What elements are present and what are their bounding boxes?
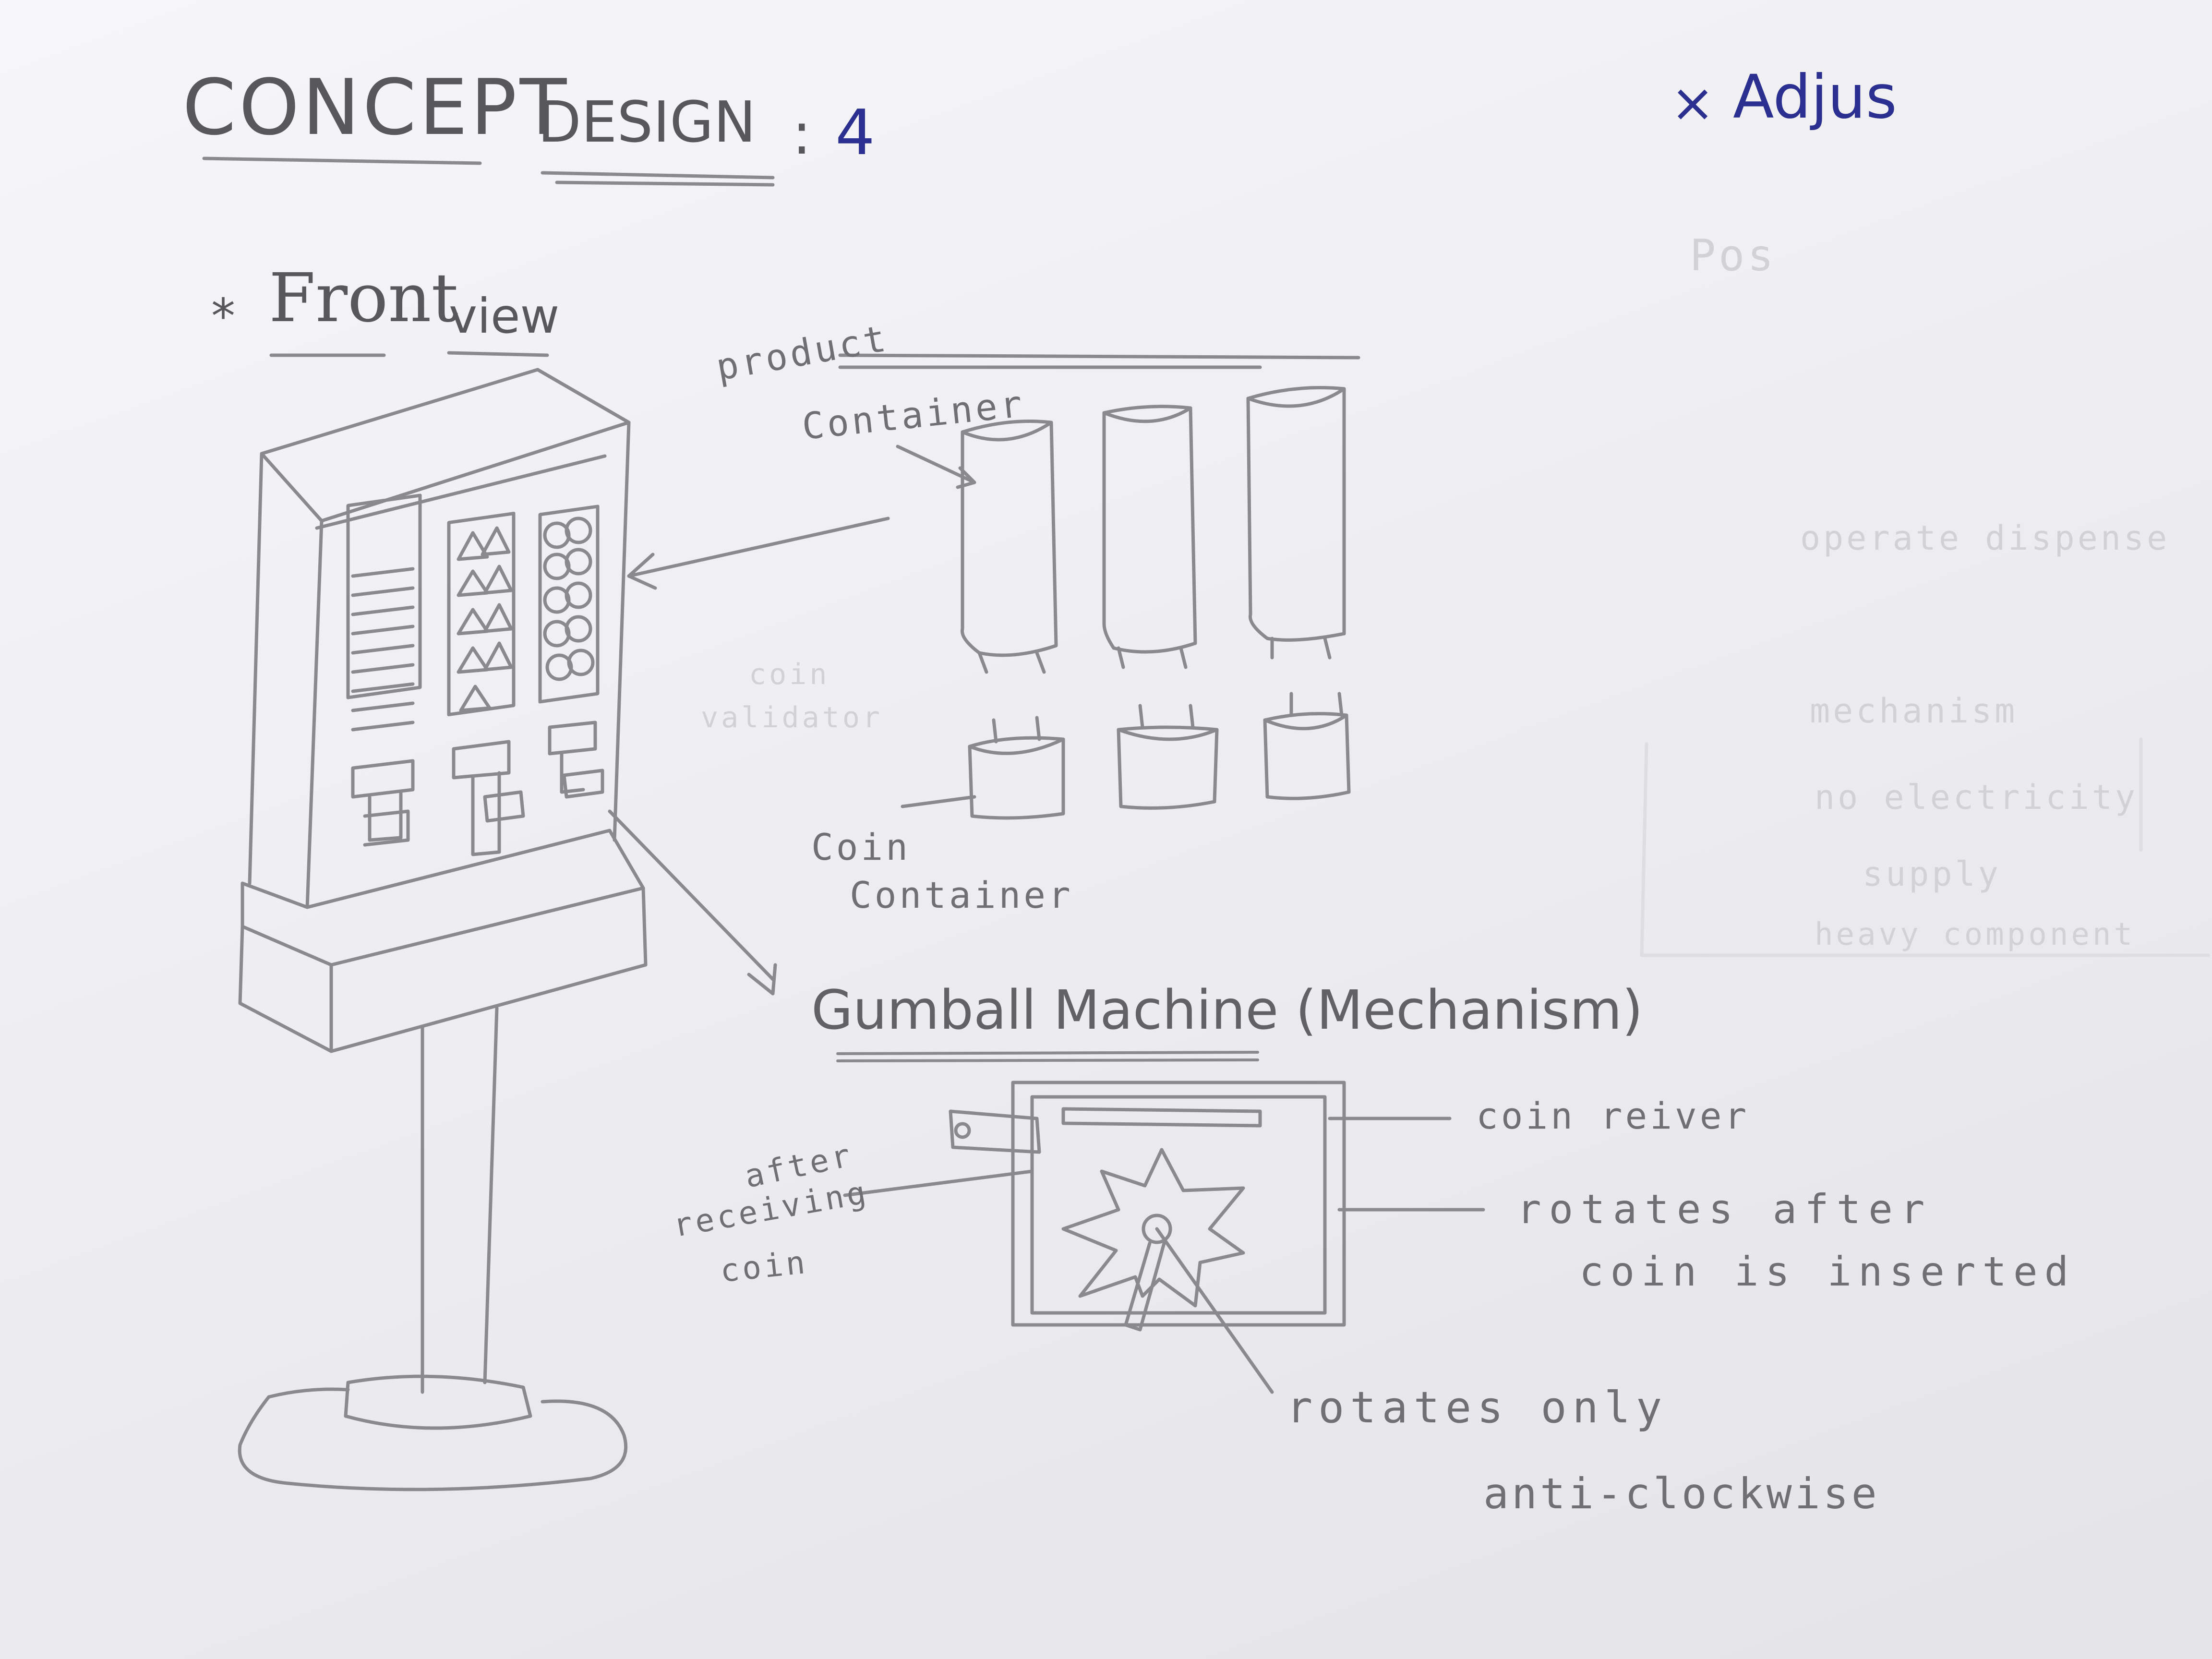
gumball-heading: Gumball Machine (Mechanism) — [811, 979, 1643, 1042]
side-note-text: Adjus — [1733, 62, 1897, 132]
coin-containers — [901, 692, 1351, 820]
title-underlines — [202, 156, 775, 357]
vending-machine — [238, 368, 890, 1491]
label-anti-clockwise: anti-clockwise — [1483, 1469, 1880, 1518]
label-coin-receiver: coin reiver — [1476, 1094, 1750, 1137]
label-coin-inserted: coin is inserted — [1579, 1248, 2076, 1295]
title-concept: CONCEPT — [182, 62, 570, 152]
label-coin-validator-1: coin — [749, 658, 830, 691]
faded-note-4: no electricity — [1815, 778, 2139, 817]
front-view-word1: Front — [269, 259, 458, 337]
title-separator: : — [792, 101, 812, 168]
front-view-word2: view — [449, 288, 560, 344]
faded-note-1: Pos — [1690, 230, 1777, 281]
gumball-heading-underline — [836, 1051, 1259, 1062]
side-note-bullet: × — [1671, 72, 1715, 133]
faded-note-6: heavy component — [1815, 917, 2135, 952]
label-coin: Coin — [811, 826, 911, 868]
title-design: DESIGN — [538, 89, 756, 155]
label-coin-container: Container — [850, 874, 1073, 916]
title-number: 4 — [835, 96, 875, 169]
faded-note-3: mechanism — [1810, 691, 2018, 731]
faded-notes-frame — [1640, 737, 2210, 957]
front-view-bullet: * — [211, 288, 235, 344]
gumball-mechanism-drawing — [838, 353, 1485, 1394]
faded-note-2: operate dispense — [1800, 518, 2170, 558]
label-rotates-after: rotates after — [1517, 1186, 1933, 1233]
faded-note-5: supply — [1863, 854, 2001, 894]
label-rotates-only: rotates only — [1286, 1382, 1668, 1433]
product-containers — [896, 386, 1346, 674]
label-coin-validator-2: validator — [701, 701, 883, 734]
